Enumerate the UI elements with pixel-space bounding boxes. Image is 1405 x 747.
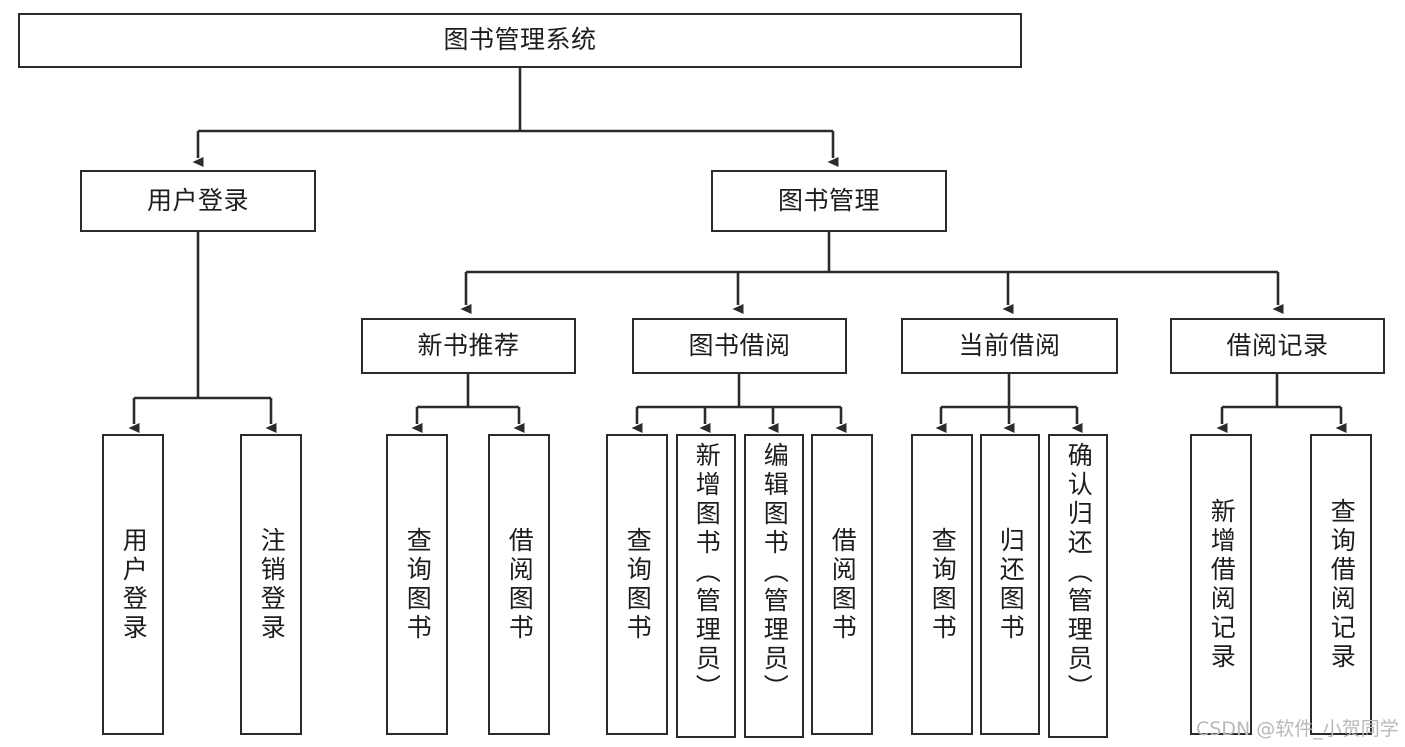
leaf-confirm-return-admin-label: 确认归还（管理员）: [1064, 442, 1094, 703]
leaf-logout[interactable]: 注销登录: [240, 434, 302, 735]
leaf-logout-label: 注销登录: [257, 526, 287, 643]
node-borrow-record[interactable]: 借阅记录: [1170, 318, 1385, 374]
node-book-borrow[interactable]: 图书借阅: [632, 318, 847, 374]
leaf-borrow-book-recommend[interactable]: 借阅图书: [488, 434, 550, 735]
leaf-edit-book-admin[interactable]: 编辑图书（管理员）: [744, 434, 804, 738]
leaf-add-book-admin[interactable]: 新增图书（管理员）: [676, 434, 736, 738]
node-new-book-recommend-label: 新书推荐: [417, 330, 520, 360]
leaf-return-book-label: 归还图书: [996, 526, 1026, 643]
leaf-query-book[interactable]: 查询图书: [606, 434, 668, 735]
leaf-query-book-recommend[interactable]: 查询图书: [386, 434, 448, 735]
leaf-add-borrow-record-label: 新增借阅记录: [1207, 497, 1237, 672]
leaf-query-borrow-record-label: 查询借阅记录: [1327, 497, 1357, 672]
leaf-user-login[interactable]: 用户登录: [102, 434, 164, 735]
node-user-login-label: 用户登录: [146, 185, 249, 215]
node-book-management[interactable]: 图书管理: [711, 170, 947, 232]
node-user-login[interactable]: 用户登录: [80, 170, 316, 232]
leaf-user-login-label: 用户登录: [119, 526, 149, 643]
node-root[interactable]: 图书管理系统: [18, 13, 1022, 68]
leaf-query-borrow-record[interactable]: 查询借阅记录: [1310, 434, 1372, 735]
leaf-query-book-label: 查询图书: [623, 526, 653, 643]
node-book-management-label: 图书管理: [777, 185, 880, 215]
leaf-borrow-book[interactable]: 借阅图书: [811, 434, 873, 735]
node-new-book-recommend[interactable]: 新书推荐: [361, 318, 576, 374]
node-current-borrow[interactable]: 当前借阅: [901, 318, 1118, 374]
leaf-edit-book-admin-label: 编辑图书（管理员）: [760, 442, 790, 703]
csdn-watermark: CSDN @软件_小贺同学: [1196, 718, 1399, 740]
leaf-add-borrow-record[interactable]: 新增借阅记录: [1190, 434, 1252, 735]
leaf-borrow-book-label: 借阅图书: [828, 526, 858, 643]
leaf-borrow-book-recommend-label: 借阅图书: [505, 526, 535, 643]
node-root-label: 图书管理系统: [443, 25, 597, 55]
leaf-add-book-admin-label: 新增图书（管理员）: [692, 442, 722, 703]
leaf-return-book[interactable]: 归还图书: [980, 434, 1040, 735]
leaf-confirm-return-admin[interactable]: 确认归还（管理员）: [1048, 434, 1108, 738]
leaf-query-book-recommend-label: 查询图书: [403, 526, 433, 643]
leaf-query-book-current-label: 查询图书: [928, 526, 958, 643]
node-borrow-record-label: 借阅记录: [1226, 330, 1329, 360]
leaf-query-book-current[interactable]: 查询图书: [911, 434, 973, 735]
node-book-borrow-label: 图书借阅: [688, 330, 791, 360]
node-current-borrow-label: 当前借阅: [958, 330, 1061, 360]
